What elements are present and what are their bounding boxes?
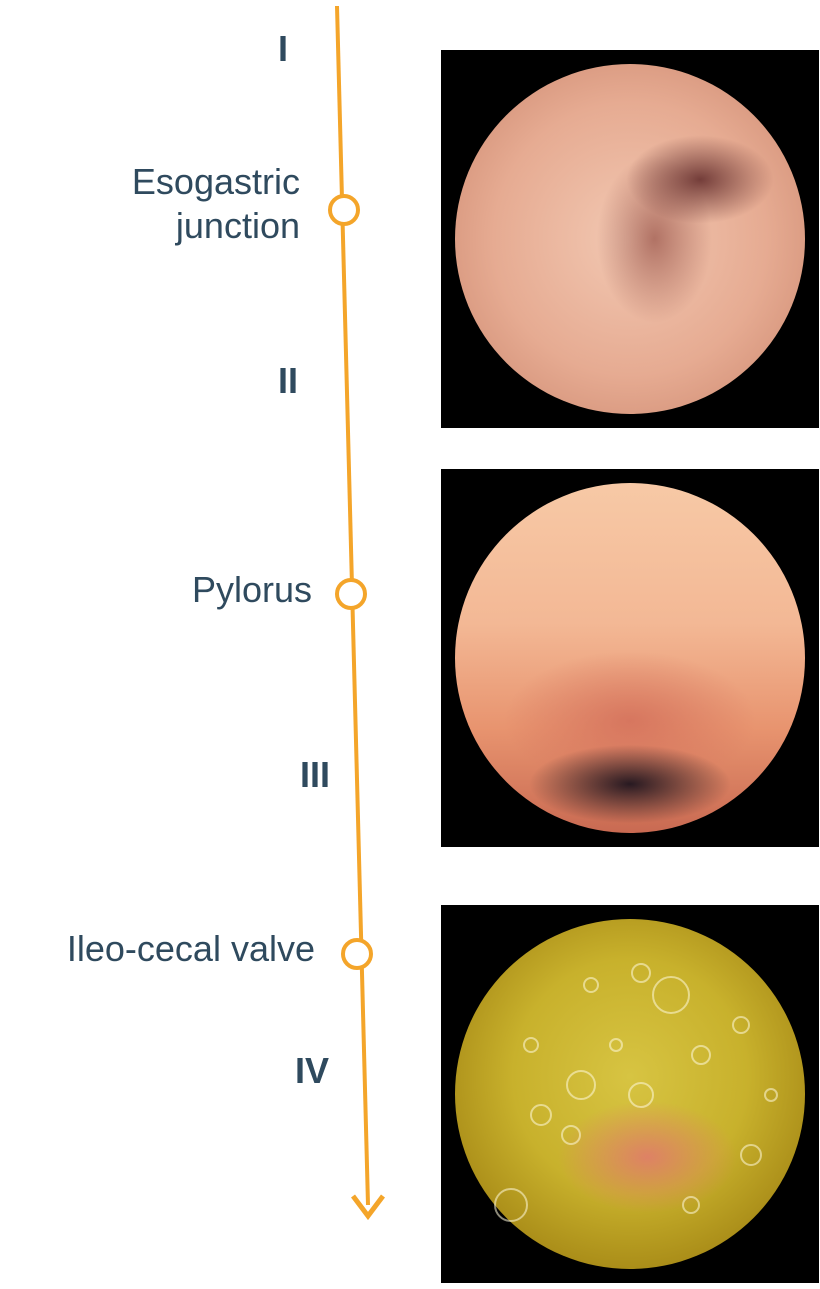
- ileocecal-marker: [343, 940, 371, 968]
- esogastric-junction-label: Esogastric junction: [132, 160, 300, 248]
- segment-label-iv: IV: [295, 1050, 329, 1092]
- segment-label-ii: II: [278, 360, 298, 402]
- esogastric-endoscopy-image: [441, 50, 819, 428]
- ileocecal-endoscopy-image: [441, 905, 819, 1283]
- segment-label-i: I: [278, 28, 288, 70]
- ileocecal-valve-label: Ileo-cecal valve: [67, 927, 315, 971]
- esogastric-marker: [330, 196, 358, 224]
- pylorus-lumen-view: [455, 483, 805, 833]
- esogastric-lumen-view: [455, 64, 805, 414]
- pylorus-label: Pylorus: [192, 568, 312, 612]
- pylorus-marker: [337, 580, 365, 608]
- bubbles-overlay: [441, 905, 819, 1283]
- segment-label-iii: III: [300, 754, 330, 796]
- pylorus-endoscopy-image: [441, 469, 819, 847]
